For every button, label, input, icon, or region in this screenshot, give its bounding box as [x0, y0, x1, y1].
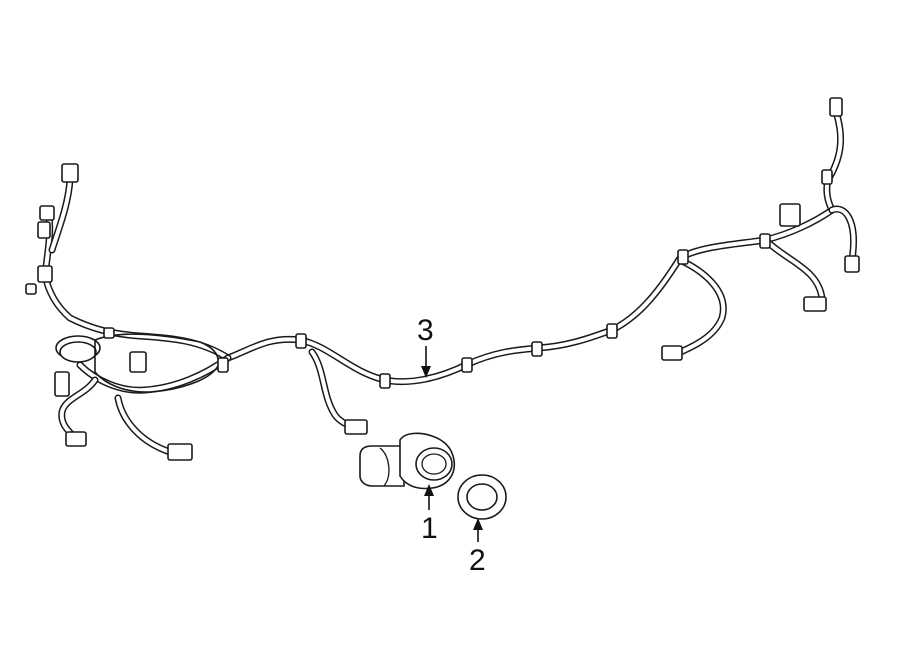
callout-2: 2 — [469, 518, 486, 577]
callout-2-label: 2 — [469, 544, 486, 577]
callout-3: 3 — [417, 314, 434, 378]
callout-1-label: 1 — [421, 512, 438, 545]
parking-sensor[interactable] — [359, 432, 456, 490]
callout-1: 1 — [421, 484, 438, 545]
wiring-harness[interactable] — [25, 97, 860, 461]
callout-3-label: 3 — [417, 314, 434, 347]
sensor-retainer-ring[interactable] — [457, 474, 507, 520]
